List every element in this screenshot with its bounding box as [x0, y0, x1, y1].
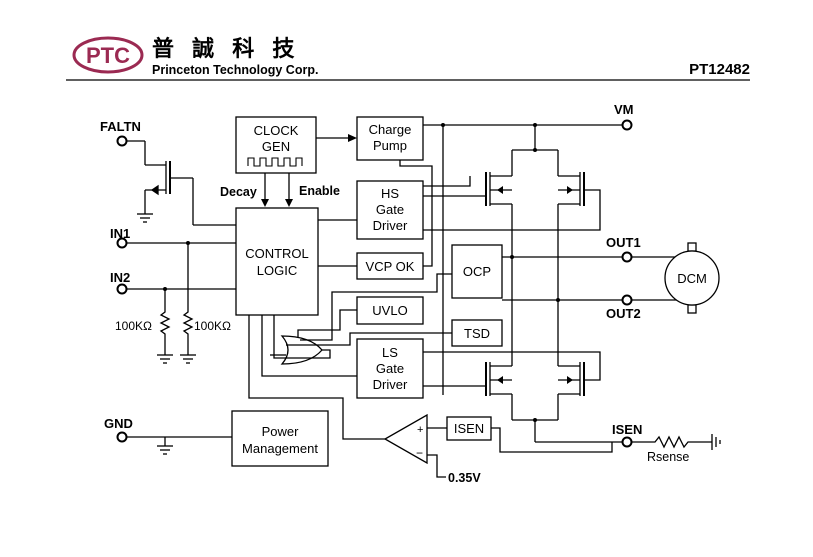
- power-management-block: Power Management: [231, 410, 329, 467]
- control-label: CONTROL: [245, 246, 309, 261]
- pin-label-faltn: FALTN: [100, 119, 141, 134]
- ocp-block: OCP: [451, 244, 503, 299]
- hs-gate-right-wire: [423, 189, 601, 231]
- ls-label: LS: [382, 345, 398, 360]
- enable-label: Enable: [299, 184, 340, 198]
- comparator-to-logic-wire: [248, 315, 385, 440]
- ls-gate-right-wire: [423, 351, 601, 381]
- tsd-wire: [286, 332, 452, 346]
- tsd-block: TSD: [451, 319, 503, 347]
- logic-to-ls-wire: [261, 315, 357, 377]
- faltn-nmos-icon: [127, 140, 193, 214]
- rsense-label: Rsense: [647, 450, 689, 464]
- comparator-icon: + −: [383, 413, 428, 465]
- pin-label-vm: VM: [614, 102, 634, 117]
- resistor-label-1: 100KΩ: [115, 319, 152, 333]
- ground-icon: [137, 213, 153, 223]
- pin-out1: [621, 251, 633, 263]
- pin-label-out2: OUT2: [606, 306, 641, 321]
- pin-in1: [116, 237, 128, 249]
- clock-gen-label-2: GEN: [262, 139, 290, 154]
- control-logic-block: CONTROL LOGIC: [235, 207, 319, 316]
- comparator-plus: +: [417, 424, 423, 436]
- charge-pump-label-2: Pump: [373, 138, 407, 153]
- ls-driver-label: Driver: [373, 377, 408, 392]
- ground-icon: [157, 437, 173, 455]
- ptc-logo: PTC: [72, 36, 144, 74]
- dcm-label: DCM: [677, 271, 707, 286]
- dc-motor-icon: DCM: [632, 242, 720, 314]
- pulldown-resistor-in1: [180, 243, 196, 364]
- pin-label-in2: IN2: [110, 270, 130, 285]
- decay-label: Decay: [220, 185, 257, 199]
- hs-label: HS: [381, 186, 399, 201]
- ls-gate-driver-block: LS Gate Driver: [356, 338, 424, 399]
- or-to-logic-wire: [273, 315, 331, 359]
- pin-gnd: [116, 431, 128, 443]
- clock-gen-block: CLOCK GEN: [235, 116, 317, 174]
- pin-label-out1: OUT1: [606, 235, 641, 250]
- company-chinese-name: 普 誠 科 技: [152, 36, 300, 61]
- resistor-label-2: 100KΩ: [194, 319, 231, 333]
- pump-output-wire: [399, 160, 433, 267]
- vcp-ok-block: VCP OK: [356, 252, 424, 280]
- pin-faltn: [116, 135, 128, 147]
- hs-gate-label: Gate: [376, 202, 404, 217]
- pin-in2: [116, 283, 128, 295]
- hs-feedback-wire: [423, 176, 471, 187]
- pulldown-resistor-in2: [157, 289, 173, 364]
- clock-waveform-icon: [247, 157, 303, 167]
- h-bridge: [485, 125, 585, 442]
- comparator-minus: −: [416, 446, 423, 460]
- pin-vm: [621, 119, 633, 131]
- logo-text: PTC: [86, 43, 130, 68]
- ls-gate-label: Gate: [376, 361, 404, 376]
- vcp-ok-label: VCP OK: [366, 259, 415, 274]
- uvlo-wire: [297, 309, 357, 338]
- pin-label-in1: IN1: [110, 226, 130, 241]
- part-number: PT12482: [689, 61, 750, 78]
- pin-isen: [621, 436, 633, 448]
- sense-resistor-icon: [632, 434, 721, 450]
- uvlo-block: UVLO: [356, 296, 424, 325]
- pin-label-gnd: GND: [104, 416, 133, 431]
- charge-pump-label-1: Charge: [369, 122, 412, 137]
- power-label: Power: [262, 424, 300, 439]
- hs-gate-driver-block: HS Gate Driver: [356, 180, 424, 240]
- charge-pump-block: Charge Pump: [356, 116, 424, 161]
- ocp-wire: [300, 273, 452, 341]
- isen-feedback-wire: [491, 427, 613, 453]
- tsd-label: TSD: [464, 326, 490, 341]
- company-english-name: Princeton Technology Corp.: [152, 63, 318, 77]
- vref-wire: [427, 454, 446, 478]
- management-label: Management: [242, 441, 318, 456]
- isen-block-label: ISEN: [454, 421, 484, 436]
- pin-out2: [621, 294, 633, 306]
- logic-label: LOGIC: [257, 263, 297, 278]
- hs-driver-label: Driver: [373, 218, 408, 233]
- ocp-label: OCP: [463, 264, 491, 279]
- vref-label: 0.35V: [448, 471, 481, 485]
- uvlo-label: UVLO: [372, 303, 407, 318]
- isen-amplifier-block: ISEN: [446, 416, 492, 441]
- clock-gen-label-1: CLOCK: [254, 123, 299, 138]
- pin-label-isen: ISEN: [612, 422, 642, 437]
